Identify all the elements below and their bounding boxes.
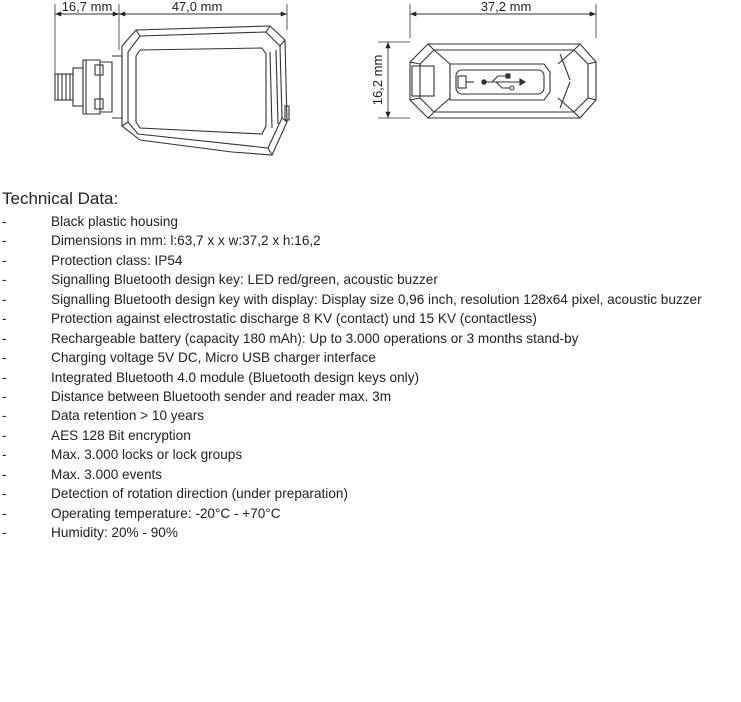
spec-item-text: Charging voltage 5V DC, Micro USB charge… [51,350,376,366]
front-view-drawing [378,4,597,119]
bullet-dash: - [2,311,7,327]
bullet-dash: - [2,427,7,443]
spec-item-text: Black plastic housing [51,214,178,229]
bullet-dash: - [2,447,7,463]
bullet-dash: - [2,505,7,521]
spec-item-text: Distance between Bluetooth sender and re… [51,388,392,404]
spec-item-text: Detection of rotation direction (under p… [51,486,348,502]
spec-item-text: Rechargeable battery (capacity 180 mAh):… [51,330,579,346]
spec-item-text: Integrated Bluetooth 4.0 module (Bluetoo… [51,369,420,385]
spec-item-text: Protection against electrostatic dischar… [51,311,537,327]
spec-item-text: Operating temperature: -20°C - +70°C [51,505,281,521]
bullet-dash: - [2,369,7,385]
spec-item-text: AES 128 Bit encryption [51,427,191,443]
spec-item-text: Data retention > 10 years [51,408,205,424]
bullet-dash: - [2,466,7,482]
bullet-dash: - [2,291,7,307]
bullet-dash: - [2,350,7,366]
dim-height-label: 16,2 mm [370,55,385,106]
technical-data-heading: Technical Data: [2,189,119,208]
technical-drawings: 16,7 mm 47,0 mm 37,2 mm 16,2 mm [54,0,597,156]
bullet-dash: - [2,252,7,268]
bullet-dash: - [2,233,7,249]
side-view-drawing [54,4,290,156]
dim-width-label: 37,2 mm [481,0,532,14]
spec-item-text: Humidity: 20% - 90% [51,525,178,540]
dim-connector-label: 16,7 mm [62,0,113,14]
dim-body-label: 47,0 mm [172,0,223,14]
spec-item-text: Signalling Bluetooth design key with dis… [51,291,702,307]
bullet-dash: - [2,272,7,288]
usb-icon [481,73,527,91]
bullet-dash: - [2,330,7,346]
bullet-dash: - [2,408,7,424]
spec-item-text: Signalling Bluetooth design key: LED red… [51,272,438,288]
bullet-dash: - [2,388,7,404]
spec-item-text: Max. 3.000 locks or lock groups [51,447,243,463]
spec-item-text: Dimensions in mm: l:63,7 x x w:37,2 x h:… [51,233,321,249]
bullet-dash: - [2,214,7,229]
bullet-dash: - [2,525,7,540]
spec-item-text: Max. 3.000 events [51,466,163,482]
spec-item-text: Protection class: IP54 [51,252,183,268]
bullet-dash: - [2,486,7,502]
